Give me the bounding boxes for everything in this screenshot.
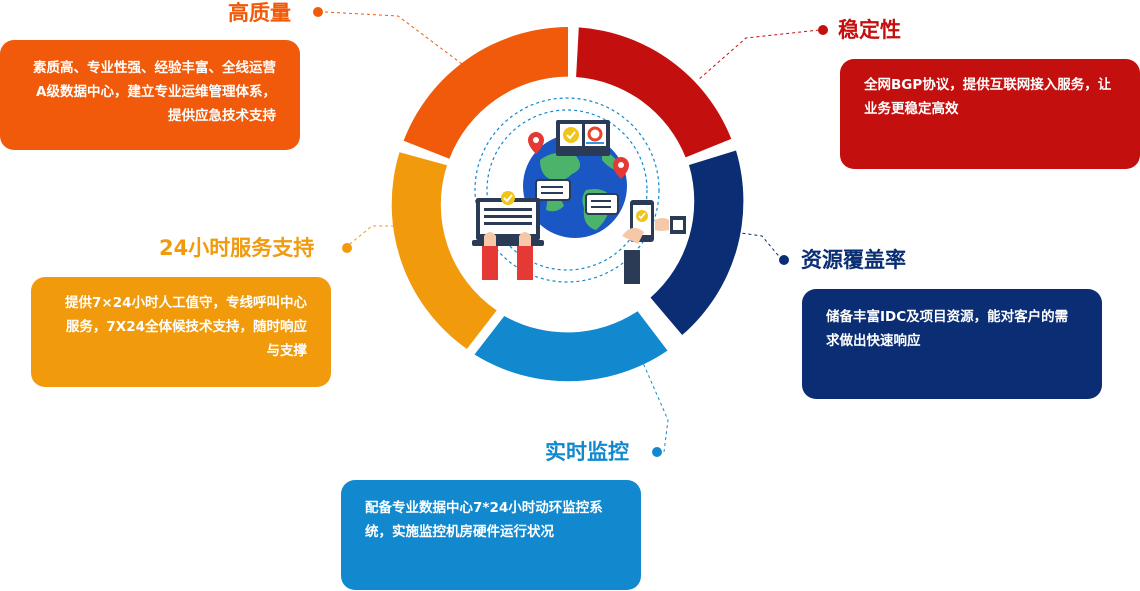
- ring-segment-stability: [576, 27, 732, 158]
- feature-title-monitoring: 实时监控: [545, 440, 629, 464]
- ring-segment-coverage: [650, 150, 744, 335]
- feature-title-stability: 稳定性: [838, 18, 901, 42]
- location-pin-icon: [528, 132, 544, 154]
- laptop-icon: [472, 191, 544, 246]
- feature-card-service: 提供7×24小时人工值守，专线呼叫中心服务，7X24全体候技术支持，随时响应与支…: [31, 277, 331, 387]
- smartphone-icon: [622, 200, 686, 284]
- connector-line-coverage: [733, 231, 783, 261]
- bullet-dot-stability: [818, 25, 828, 35]
- connector-line-quality: [324, 11, 463, 65]
- bullet-dot-service: [342, 243, 352, 253]
- chat-bubble-icon: [535, 179, 571, 201]
- feature-description-monitoring: 配备专业数据中心7*24小时动环监控系统，实施监控机房硬件运行状况: [365, 500, 603, 540]
- feature-description-quality: 素质高、专业性强、经验丰富、全线运营A级数据中心，建立专业运维管理体系，提供应急…: [33, 60, 276, 124]
- bullet-dot-quality: [313, 7, 323, 17]
- ring-segment-quality: [403, 27, 568, 159]
- feature-card-monitoring: 配备专业数据中心7*24小时动环监控系统，实施监控机房硬件运行状况: [341, 480, 641, 590]
- feature-description-coverage: 储备丰富IDC及项目资源，能对客户的需求做出快速响应: [826, 309, 1069, 349]
- bullet-dot-coverage: [779, 255, 789, 265]
- ring-segment-monitoring: [474, 311, 668, 382]
- orbit-ring: [486, 109, 648, 271]
- feature-card-coverage: 储备丰富IDC及项目资源，能对客户的需求做出快速响应: [802, 289, 1102, 399]
- feature-title-quality: 高质量: [228, 1, 291, 25]
- connector-line-monitoring: [639, 355, 669, 453]
- feature-title-service: 24小时服务支持: [159, 236, 315, 260]
- orbit-ring: [474, 97, 660, 283]
- connector-line-service: [344, 225, 410, 249]
- chat-bubble-icon: [585, 193, 619, 215]
- location-pin-icon: [613, 157, 629, 179]
- browser-window-icon: [556, 120, 610, 156]
- feature-description-stability: 全网BGP协议，提供互联网接入服务，让业务更稳定高效: [864, 77, 1112, 117]
- feature-title-coverage: 资源覆盖率: [801, 248, 906, 272]
- bullet-dot-monitoring: [652, 447, 662, 457]
- connector-line-stability: [697, 29, 820, 81]
- hand-icon: [482, 232, 533, 280]
- feature-description-service: 提供7×24小时人工值守，专线呼叫中心服务，7X24全体候技术支持，随时响应与支…: [65, 295, 307, 359]
- feature-card-quality: 素质高、专业性强、经验丰富、全线运营A级数据中心，建立专业运维管理体系，提供应急…: [0, 40, 300, 150]
- ring-segment-service: [391, 152, 497, 349]
- feature-card-stability: 全网BGP协议，提供互联网接入服务，让业务更稳定高效: [840, 59, 1140, 169]
